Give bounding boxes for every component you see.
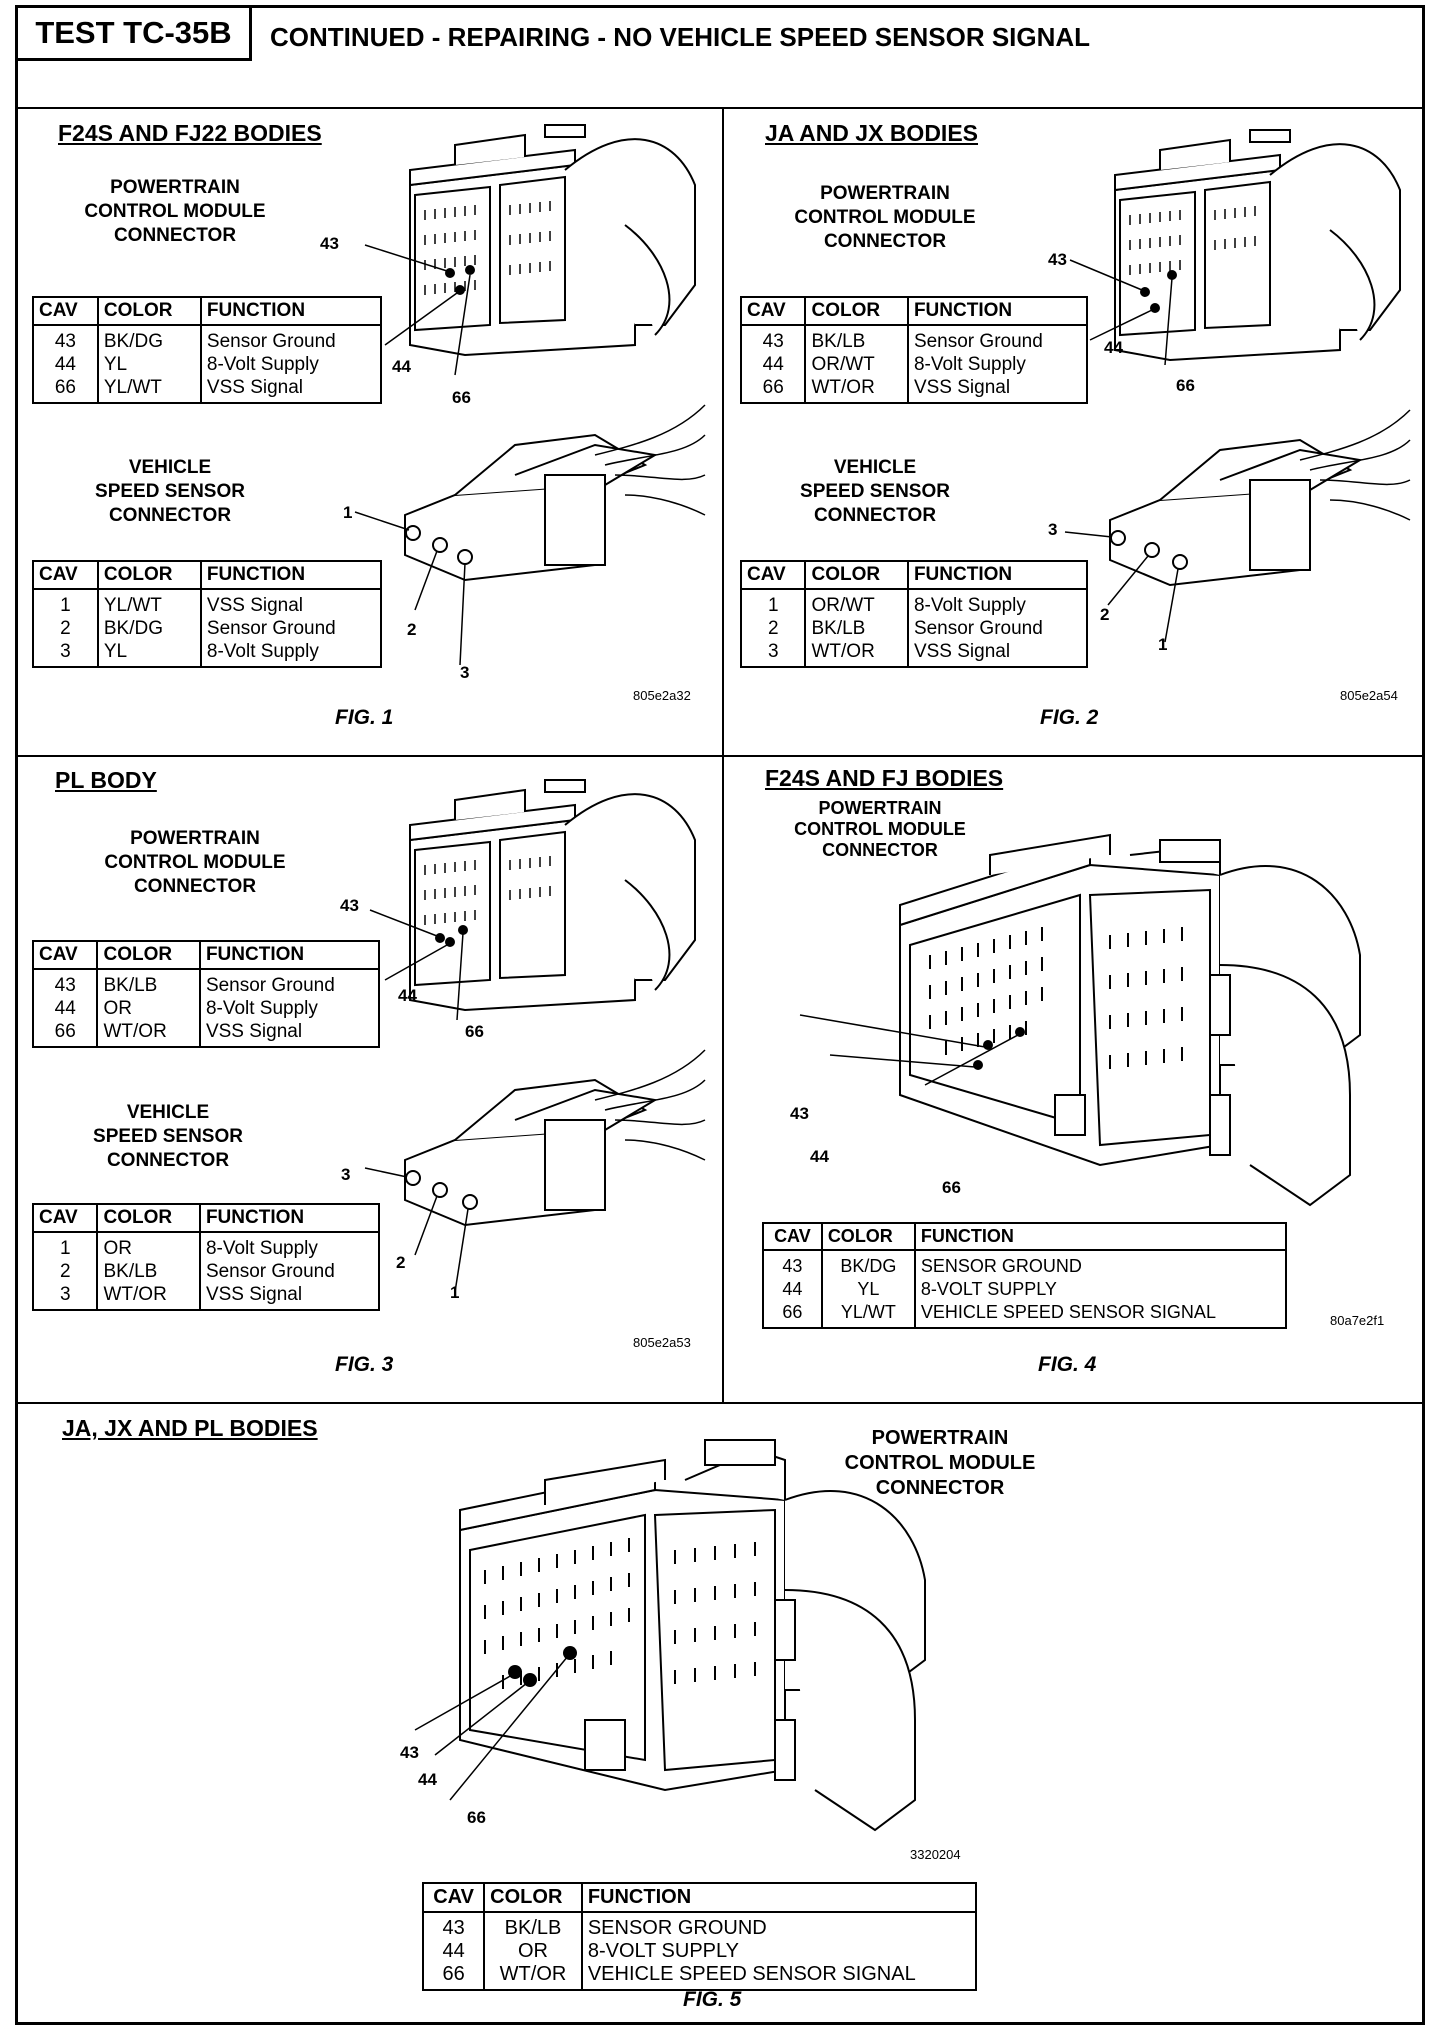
figure-5-pcm-pin-44: 44 <box>418 1770 437 1789</box>
figure-3-vss-label: VEHICLE SPEED SENSOR CONNECTOR <box>93 1102 243 1171</box>
figure-3-vss-pin-1: 1 <box>450 1283 460 1302</box>
figure-3-pcm-connector-drawing <box>369 779 696 1021</box>
figure-1-code: 805e2a32 <box>633 688 691 703</box>
figure-1-caption: FIG. 1 <box>335 706 394 729</box>
figure-2-code: 805e2a54 <box>1340 688 1398 703</box>
figure-4-pcm-connector-drawing <box>799 833 1361 1207</box>
figure-5-caption: FIG. 5 <box>683 1988 742 2011</box>
figure-4-body-title: F24S AND FJ BODIES <box>765 765 1004 791</box>
figure-2-pcm-pin-44: 44 <box>1104 338 1123 357</box>
figure-3-body-title: PL BODY <box>55 767 157 793</box>
figure-4-pcm-pin-66: 66 <box>942 1178 961 1197</box>
divider-header <box>15 107 1425 109</box>
figure-1-pcm-connector-drawing <box>364 124 696 376</box>
figure-3-code: 805e2a53 <box>633 1335 691 1350</box>
divider-row1 <box>15 755 1425 757</box>
figure-5-body-title: JA, JX AND PL BODIES <box>62 1415 318 1441</box>
figure-1-vss-connector-drawing <box>354 404 706 666</box>
figure-3-vss-pin-2: 2 <box>396 1253 406 1272</box>
figure-2-pcm-label: POWERTRAIN CONTROL MODULE CONNECTOR <box>794 183 976 252</box>
figure-1-vss-pin-1: 1 <box>343 503 353 522</box>
figure-1-pcm-pin-66: 66 <box>452 388 471 407</box>
test-id-box: TEST TC-35B <box>15 5 252 61</box>
figure-2-vss-pin-3: 3 <box>1048 520 1058 539</box>
figure-1-body-title: F24S AND FJ22 BODIES <box>58 120 322 146</box>
page-frame <box>15 5 1425 2025</box>
figure-1-vss-label: VEHICLE SPEED SENSOR CONNECTOR <box>95 457 245 526</box>
figure-4-pcm-pin-43: 43 <box>790 1104 809 1123</box>
figure-4-pcm-pin-44: 44 <box>810 1147 829 1166</box>
figure-3-pcm-label: POWERTRAIN CONTROL MODULE CONNECTOR <box>104 828 286 897</box>
figure-1-pcm-pin-44: 44 <box>392 357 411 376</box>
figure-2-vss-pin-1: 1 <box>1158 635 1168 654</box>
figure-2-vss-connector-drawing <box>1064 409 1411 643</box>
figure-3-vss-pin-3: 3 <box>341 1165 351 1184</box>
pin-grid <box>424 201 551 295</box>
page-title: CONTINUED - REPAIRING - NO VEHICLE SPEED… <box>270 22 1091 52</box>
figure-2-pcm-connector-drawing <box>1069 129 1401 366</box>
figure-5-pcm-connector-drawing <box>414 1439 926 1832</box>
figure-4-caption: FIG. 4 <box>1038 1353 1097 1376</box>
figure-3-caption: FIG. 3 <box>335 1353 394 1376</box>
divider-row2 <box>15 1402 1425 1404</box>
divider-col <box>722 107 724 1403</box>
figure-1-pcm-label: POWERTRAIN CONTROL MODULE CONNECTOR <box>84 177 266 246</box>
figure-5-code: 3320204 <box>910 1847 961 1862</box>
figure-2-pcm-pin-43: 43 <box>1048 250 1067 269</box>
figure-4-code: 80a7e2f1 <box>1330 1313 1385 1328</box>
figure-4-pcm-label: POWERTRAIN CONTROL MODULE CONNECTOR <box>794 798 966 860</box>
figure-2-vss-pin-2: 2 <box>1100 605 1110 624</box>
figure-5-pcm-label: POWERTRAIN CONTROL MODULE CONNECTOR <box>844 1427 1036 1499</box>
figure-3-pcm-pin-43: 43 <box>340 896 359 915</box>
figure-2-pcm-pin-66: 66 <box>1176 376 1195 395</box>
figure-3-pcm-pin-66: 66 <box>465 1022 484 1041</box>
figure-2-vss-label: VEHICLE SPEED SENSOR CONNECTOR <box>800 457 950 526</box>
figure-1-vss-pin-2: 2 <box>407 620 417 639</box>
figure-2-body-title: JA AND JX BODIES <box>765 120 979 146</box>
figure-2-caption: FIG. 2 <box>1040 706 1099 729</box>
figure-5-pcm-pin-66: 66 <box>467 1808 486 1827</box>
figure-1-pcm-pin-43: 43 <box>320 234 339 253</box>
figure-5-pcm-pin-43: 43 <box>400 1743 419 1762</box>
figure-3-pcm-pin-44: 44 <box>398 986 417 1005</box>
figure-1-vss-pin-3: 3 <box>460 663 470 682</box>
figure-3-vss-connector-drawing <box>364 1049 706 1293</box>
